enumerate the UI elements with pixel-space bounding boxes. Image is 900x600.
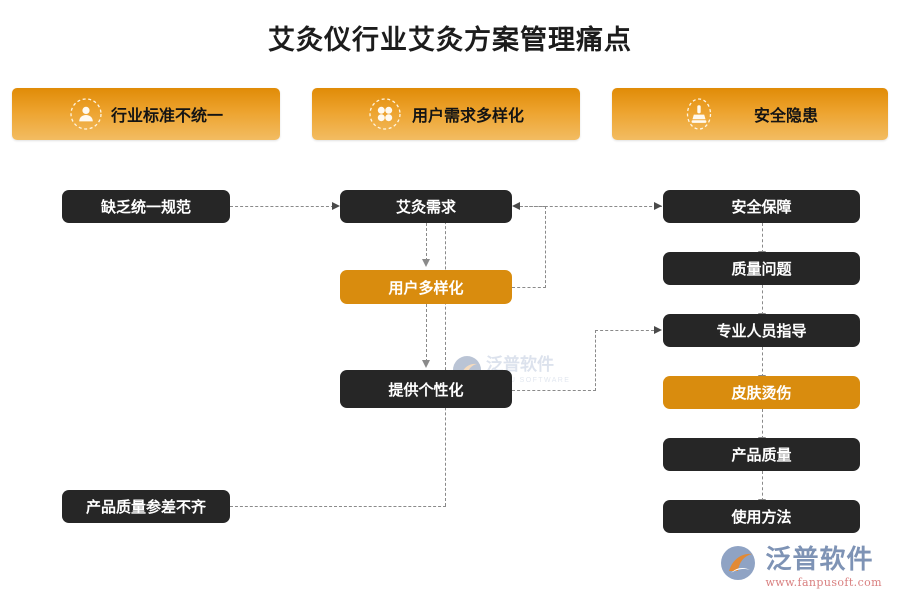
connector-left1-to-demand xyxy=(230,206,334,207)
connector-burn-to-product xyxy=(762,409,763,439)
arrowhead-to-demand-left xyxy=(512,201,520,210)
node-label: 产品质量 xyxy=(731,446,792,464)
node-uneven-product-quality[interactable]: 产品质量参差不齐 xyxy=(62,490,230,523)
banner-label: 行业标准不统一 xyxy=(110,106,223,125)
brand-name: 泛普软件 xyxy=(765,545,874,575)
connector-personalize-out xyxy=(512,390,596,391)
brand-url: www.fanpusoft.com xyxy=(765,576,882,589)
banner-label: 安全隐患 xyxy=(753,106,818,125)
connector-diversity-out xyxy=(512,287,546,288)
brand-logo-icon xyxy=(721,546,756,580)
banner-safety-hazard[interactable]: 安全隐患 xyxy=(612,88,888,140)
node-usage-method[interactable]: 使用方法 xyxy=(663,500,860,533)
arrowhead-diversity xyxy=(421,259,430,267)
node-quality-issue[interactable]: 质量问题 xyxy=(663,252,860,285)
stamp-seal-icon xyxy=(682,97,716,131)
node-label: 产品质量参差不齐 xyxy=(85,498,206,516)
node-moxibustion-demand[interactable]: 艾灸需求 xyxy=(340,190,512,223)
banner-label: 用户需求多样化 xyxy=(411,106,524,125)
page-title: 艾灸仪行业艾灸方案管理痛点 xyxy=(268,25,632,56)
node-user-diversity[interactable]: 用户多样化 xyxy=(340,270,512,304)
node-skin-burn[interactable]: 皮肤烫伤 xyxy=(663,376,860,409)
node-label: 用户多样化 xyxy=(388,278,464,297)
node-label: 缺乏统一规范 xyxy=(100,198,191,216)
arrowhead-to-demand xyxy=(332,201,340,210)
connector-quality-uneven-up xyxy=(445,206,446,506)
user-person-icon xyxy=(69,97,103,131)
connector-personalize-up xyxy=(595,330,596,391)
connector-safety-to-quality xyxy=(762,223,763,253)
node-professional-guidance[interactable]: 专业人员指导 xyxy=(663,314,860,347)
connector-quality-to-guidance xyxy=(762,285,763,315)
four-petal-group-icon xyxy=(368,97,402,131)
brand-logo: 泛普软件 www.fanpusoft.com xyxy=(719,544,882,588)
node-label: 质量问题 xyxy=(731,260,792,278)
connector-product-to-usage xyxy=(762,471,763,501)
node-product-quality[interactable]: 产品质量 xyxy=(663,438,860,471)
node-provide-personalization[interactable]: 提供个性化 xyxy=(340,370,512,408)
arrowhead-personalize xyxy=(421,360,430,368)
node-label: 专业人员指导 xyxy=(716,322,807,340)
connector-guidance-to-burn xyxy=(762,347,763,377)
connector-diversity-to-demand xyxy=(520,206,546,207)
node-label: 皮肤烫伤 xyxy=(731,384,792,402)
arrowhead-guidance xyxy=(654,325,662,334)
node-lack-unified-standard[interactable]: 缺乏统一规范 xyxy=(62,190,230,223)
node-label: 使用方法 xyxy=(731,508,792,526)
arrowhead-to-safety xyxy=(654,201,662,210)
node-label: 安全保障 xyxy=(731,198,792,216)
connector-diversity-to-personalize xyxy=(426,304,427,362)
node-label: 艾灸需求 xyxy=(395,198,456,216)
banner-user-demand[interactable]: 用户需求多样化 xyxy=(312,88,580,140)
node-label: 提供个性化 xyxy=(388,380,464,399)
connector-quality-uneven-out xyxy=(230,506,446,507)
node-safety-assurance[interactable]: 安全保障 xyxy=(663,190,860,223)
connector-diversity-up xyxy=(545,206,546,288)
connector-safety-to-demand xyxy=(520,206,662,207)
connector-demand-to-diversity xyxy=(426,223,427,261)
banner-industry-standard[interactable]: 行业标准不统一 xyxy=(12,88,280,140)
connector-personalize-to-guidance xyxy=(595,330,654,331)
